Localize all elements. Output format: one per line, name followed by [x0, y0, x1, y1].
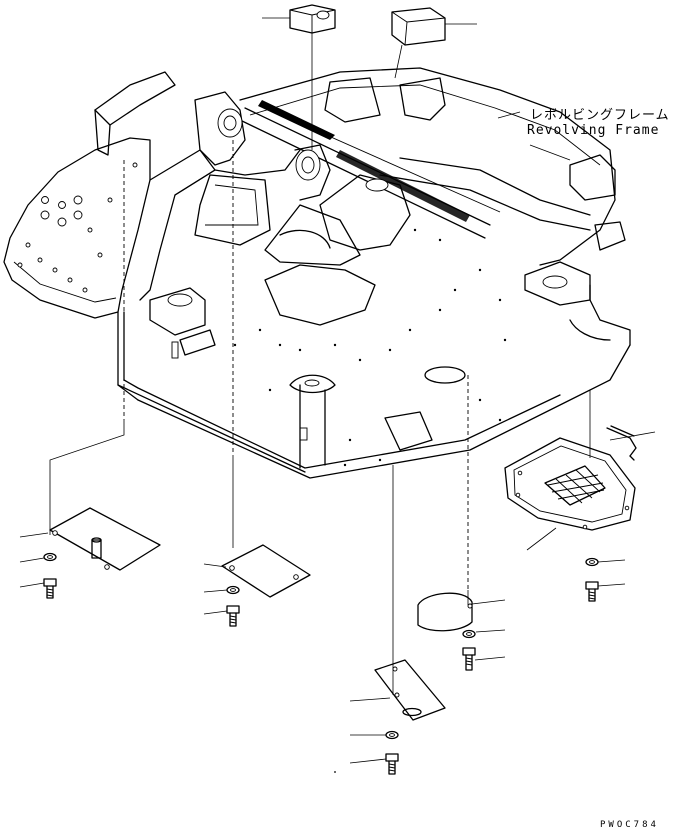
- bracket-top: [262, 4, 336, 34]
- rubber-pad-top: [391, 7, 477, 46]
- washer-4: [350, 730, 399, 740]
- cover-plate-bottom: [349, 659, 446, 721]
- figure-code: PWOC784: [600, 820, 659, 830]
- cover-plate-left: [19, 507, 161, 571]
- bolt-3: [462, 647, 506, 671]
- cover-plate-center-right: [417, 592, 506, 632]
- alignment-lines: [123, 140, 469, 590]
- frame-bolt-holes: [17, 162, 507, 467]
- washer-2: [203, 585, 240, 595]
- bolt-1: [19, 578, 57, 599]
- callout-leaders: [311, 33, 656, 441]
- cover-plate-center-left: [203, 544, 311, 598]
- part-label-english: Revolving Frame: [527, 123, 660, 138]
- spring-clip-right: [606, 425, 637, 461]
- assembly-lines: [49, 390, 591, 695]
- screen-cover-right: [504, 437, 636, 551]
- bolt-5: [585, 581, 626, 602]
- part-label-japanese: レボルビングフレーム: [530, 108, 670, 123]
- washer-1: [19, 552, 57, 563]
- bolt-4: [349, 753, 399, 775]
- washer-5: [585, 557, 626, 567]
- washer-3: [462, 629, 506, 639]
- revolving-frame: [3, 67, 631, 479]
- bolt-2: [203, 605, 240, 627]
